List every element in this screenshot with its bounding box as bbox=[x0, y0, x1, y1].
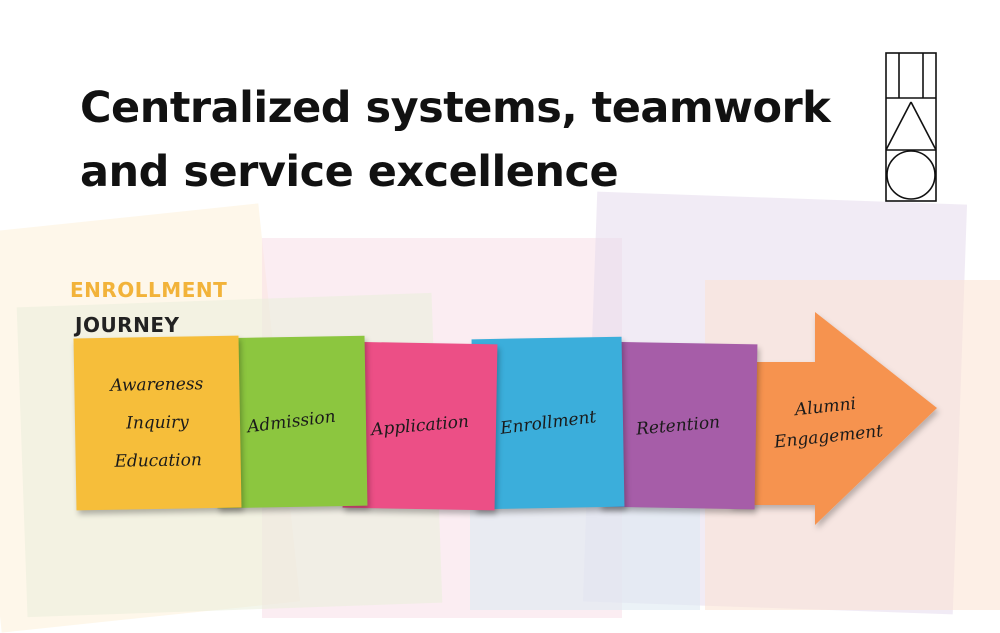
stage-awareness-line-2: Inquiry bbox=[125, 412, 189, 434]
stage-retention-label: Retention bbox=[635, 411, 722, 440]
journey-label-bottom: JOURNEY bbox=[75, 313, 180, 337]
title-line-2: and service excellence bbox=[80, 147, 619, 197]
title-line-1: Centralized systems, teamwork bbox=[80, 83, 831, 133]
stage-awareness: Awareness Inquiry Education bbox=[73, 335, 242, 511]
stage-admission-label: Admission bbox=[245, 406, 337, 438]
stage-enrollment-label: Enrollment bbox=[498, 407, 598, 439]
stage-application-label: Application bbox=[370, 411, 470, 441]
geometric-monogram-icon bbox=[885, 52, 937, 202]
stage-alumni-arrow bbox=[730, 312, 937, 525]
page-title: Centralized systems, teamwork and servic… bbox=[80, 76, 880, 204]
stage-awareness-line-3: Education bbox=[114, 450, 203, 472]
journey-label-top: ENROLLMENT bbox=[70, 278, 228, 302]
stage-awareness-line-1: Awareness bbox=[110, 374, 204, 396]
